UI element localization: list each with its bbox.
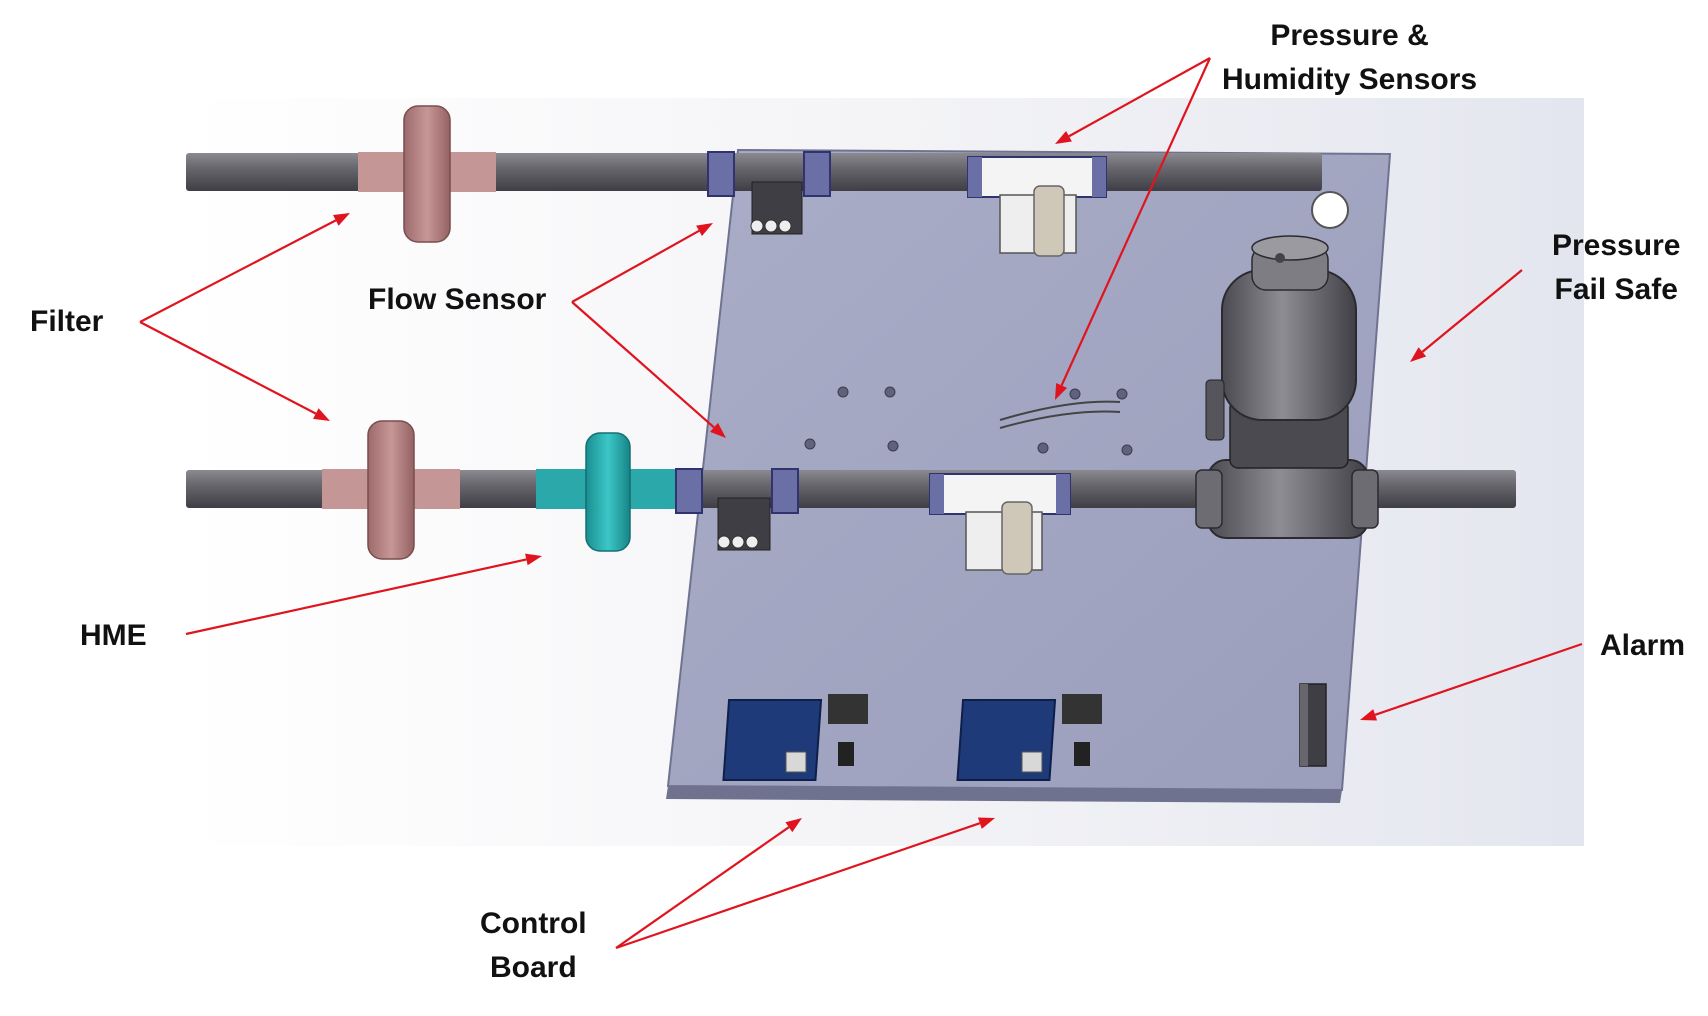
label-control-board-line2: Board [489, 951, 577, 984]
arrow-hme [185, 553, 542, 636]
label-flow-sensor: Flow Sensor [368, 283, 547, 316]
bottom-pressure-humidity-sensor [929, 473, 1071, 575]
label-pressure-fail-safe-line2: Fail Safe [1554, 273, 1678, 306]
arrow-filter-bottom [139, 321, 330, 421]
control-board-left [722, 694, 868, 781]
arrow-pressure-humidity-top [1055, 57, 1211, 144]
arrow-control-board-left [615, 818, 802, 949]
arrow-flow-sensor-bottom [571, 301, 726, 438]
arrow-pressure-humidity-middle [1055, 57, 1212, 400]
bottom-flow-sensor [675, 468, 799, 551]
label-pressure-humidity-sensors: Pressure & Humidity Sensors [1222, 18, 1477, 98]
arrow-pressure-fail-safe [1410, 269, 1523, 362]
label-hme: HME [80, 619, 147, 652]
arrow-control-board-right [615, 817, 995, 950]
alarm-buzzer-face [1300, 684, 1308, 766]
label-pressure-fail-safe: Pressure Fail Safe [1552, 228, 1680, 308]
control-board-right [956, 694, 1102, 781]
base-plate-edge [666, 786, 1342, 803]
bottom-filter-disc [367, 420, 415, 560]
label-pressure-humidity-line2: Humidity Sensors [1222, 63, 1478, 96]
hme-disc [585, 432, 631, 552]
top-flow-sensor [707, 151, 831, 235]
arrow-filter-top [139, 213, 350, 323]
label-filter: Filter [30, 305, 104, 338]
bottom-pipe [186, 470, 1516, 508]
mounting-screws [804, 386, 1133, 456]
top-filter-disc [403, 105, 451, 243]
pressure-fail-safe-valve [999, 235, 1379, 539]
label-pressure-fail-safe-line1: Pressure [1552, 229, 1681, 262]
label-control-board-line1: Control [480, 907, 587, 940]
top-pressure-humidity-sensor [967, 156, 1107, 257]
plate-hole [1311, 191, 1349, 229]
label-alarm: Alarm [1600, 629, 1686, 662]
label-pressure-humidity-line1: Pressure & [1270, 19, 1429, 52]
arrow-alarm [1360, 642, 1583, 721]
label-control-board: Control Board [480, 906, 587, 986]
arrow-flow-sensor-top [571, 223, 713, 303]
annotation-arrows [139, 57, 1583, 950]
